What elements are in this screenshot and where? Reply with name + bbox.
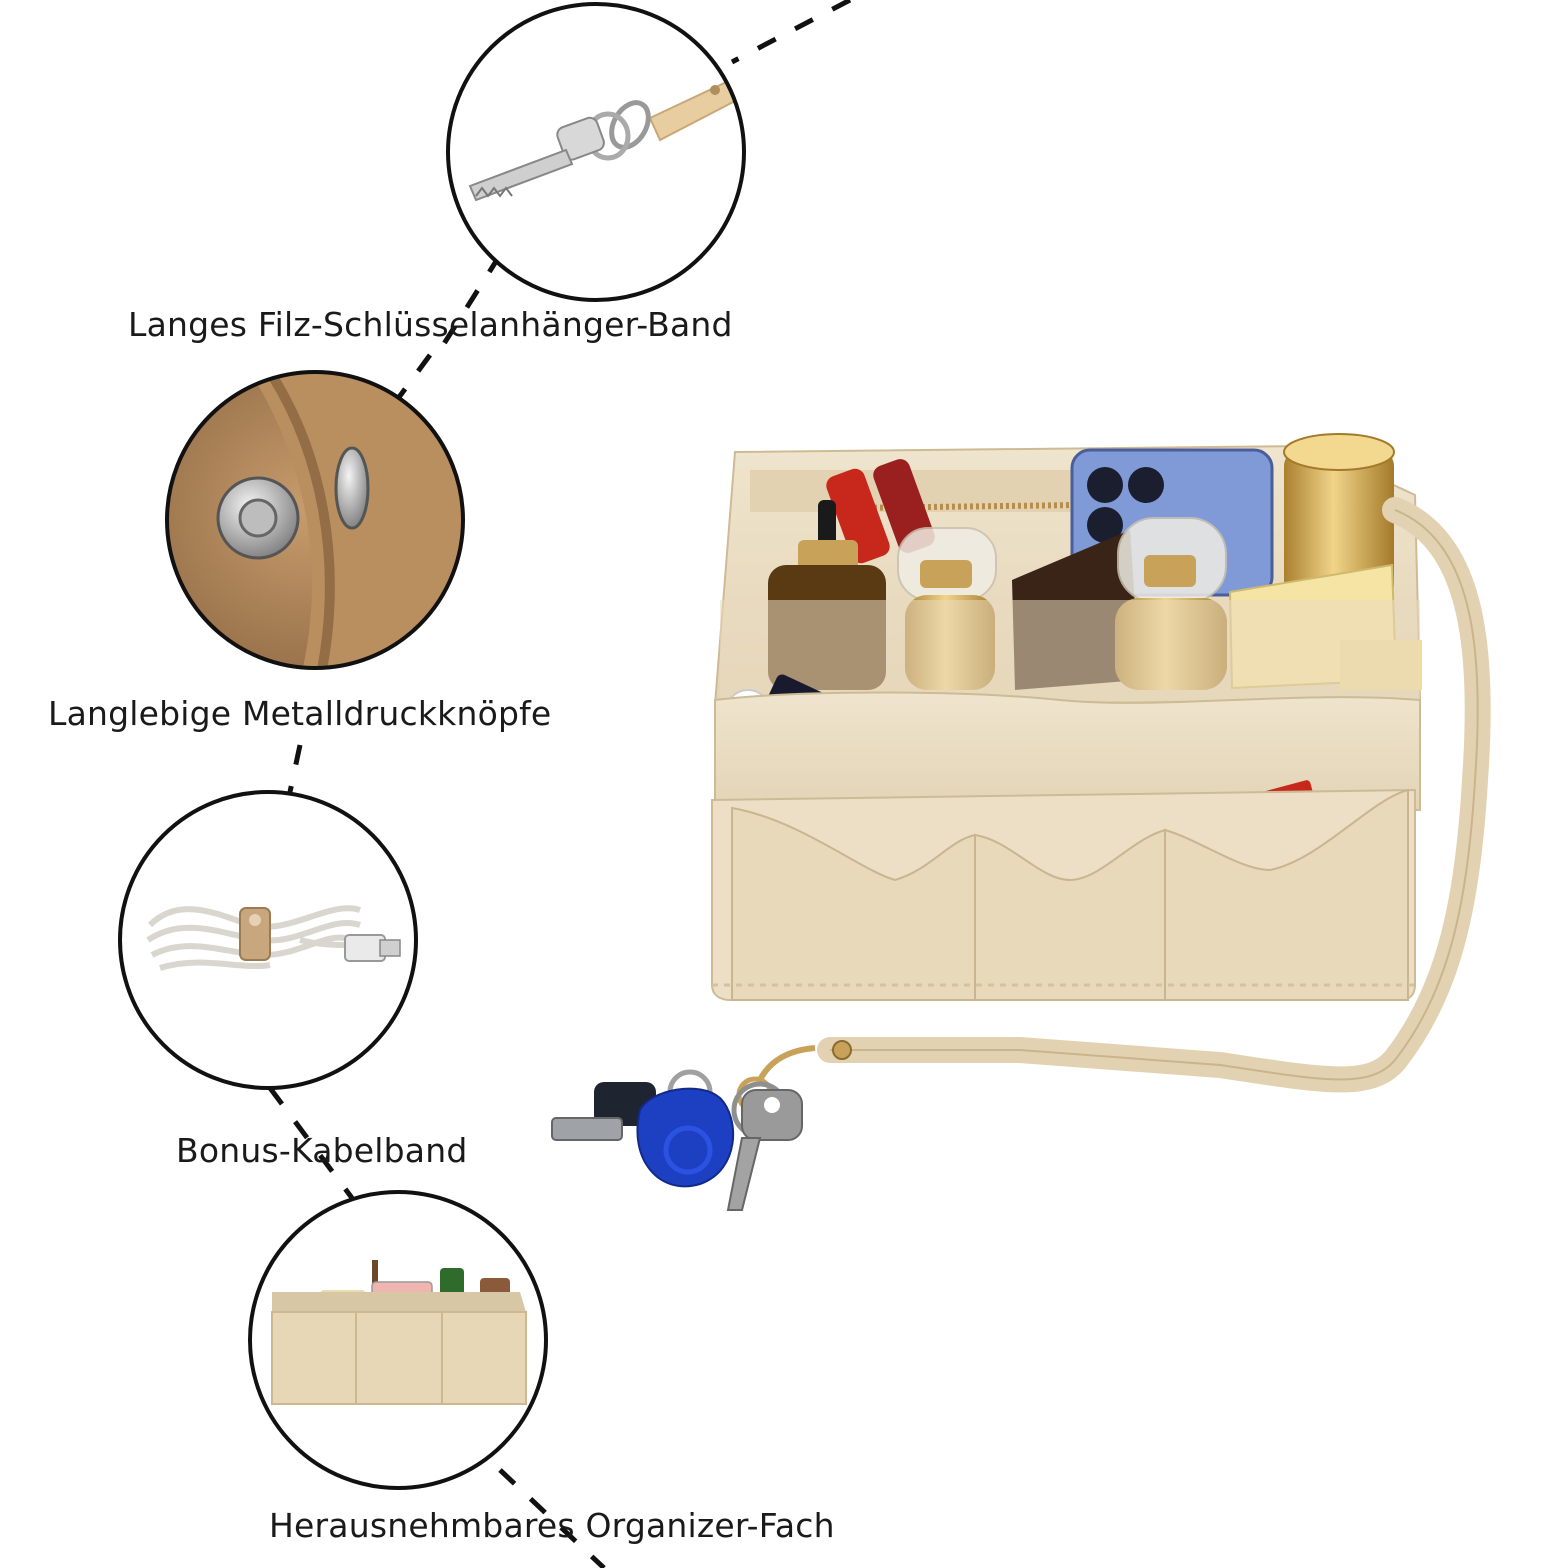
organizer-insert-detail (250, 1192, 546, 1488)
feature-label-metal-snaps: Langlebige Metalldruckknöpfe (48, 694, 552, 733)
hanging-keys-icon (551, 1045, 816, 1211)
cable-tie-detail (120, 792, 416, 1088)
feature-label-key-strap: Langes Filz-Schlüsselanhänger-Band (128, 305, 733, 344)
key-strap-detail (448, 4, 744, 300)
dashed-connector (267, 0, 852, 1568)
feature-label-cable-tie: Bonus-Kabelband (176, 1131, 468, 1170)
metal-snap-detail (167, 372, 463, 668)
felt-bag-organizer (711, 433, 1491, 1093)
feature-label-removable-insert: Herausnehmbares Organizer-Fach (269, 1506, 835, 1545)
